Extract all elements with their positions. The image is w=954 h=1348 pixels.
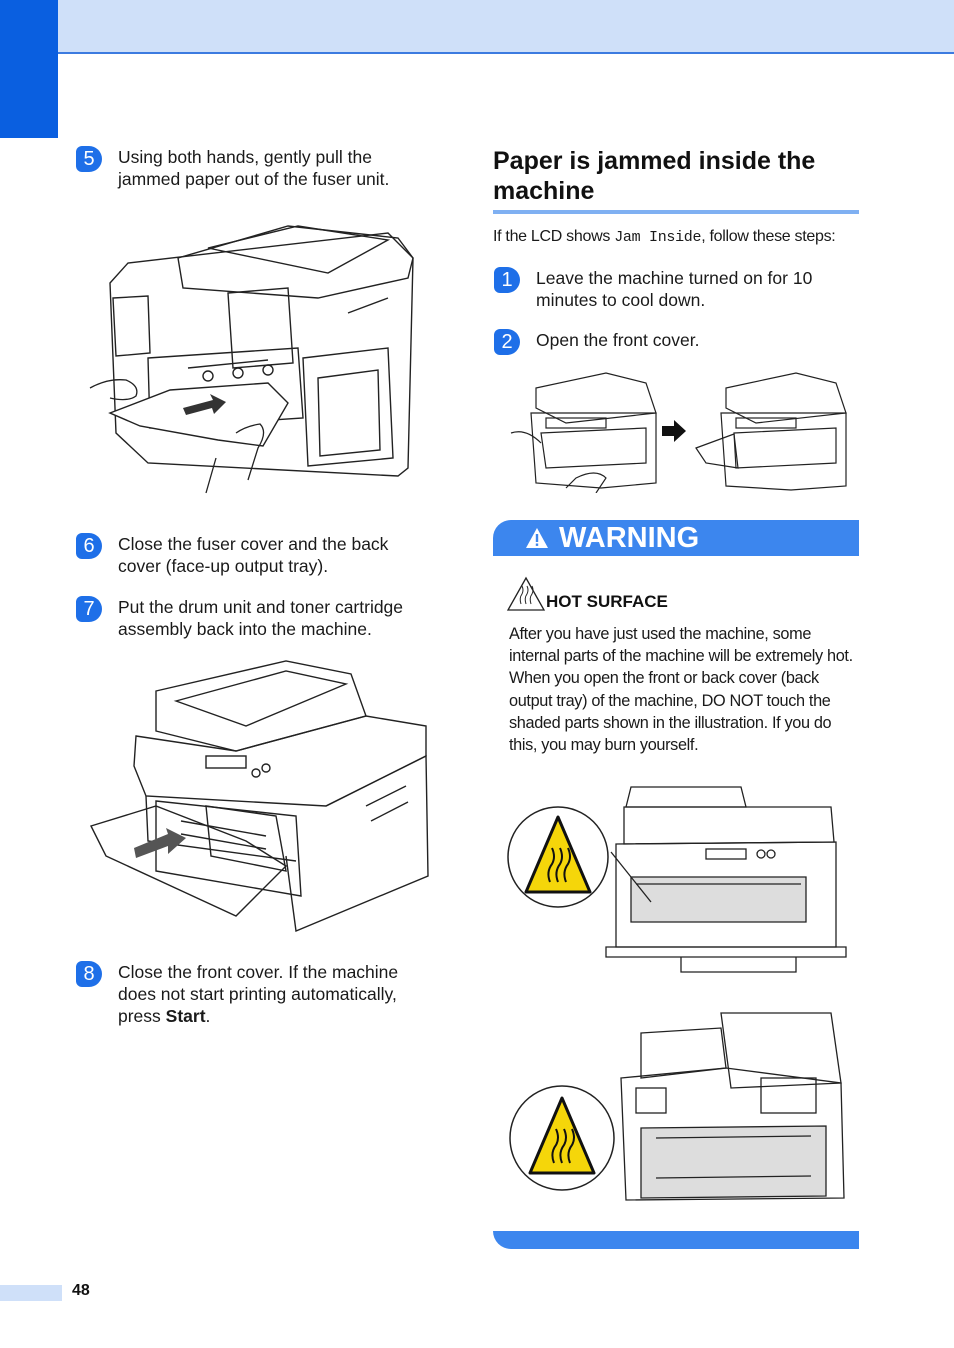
step-number: 5 <box>76 146 102 172</box>
step-text-part: Close the front cover. If the machine do… <box>118 962 399 1026</box>
warning-label: WARNING <box>559 521 700 554</box>
page-tab <box>0 1285 62 1301</box>
step-text: Open the front cover. <box>536 330 700 350</box>
step-number: 6 <box>76 533 102 559</box>
fuser-jam-illustration <box>89 225 414 494</box>
hot-parts-back-illustration <box>509 1012 845 1201</box>
step-1: 1 Leave the machine turned on for 10 min… <box>494 267 854 311</box>
step-text: Leave the machine turned on for 10 minut… <box>536 268 813 310</box>
step-2: 2 Open the front cover. <box>494 329 854 355</box>
intro-text: If the LCD shows <box>493 228 615 245</box>
section-title: Paper is jammed inside the machine <box>493 147 816 205</box>
step-text: Close the front cover. If the machine do… <box>118 961 436 1027</box>
step-text: Using both hands, gently pull the jammed… <box>118 147 390 189</box>
step-7: 7 Put the drum unit and toner cartridge … <box>76 596 436 640</box>
step-8: 8 Close the front cover. If the machine … <box>76 961 436 1027</box>
lcd-intro: If the LCD shows Jam Inside, follow thes… <box>493 228 836 246</box>
hot-surface-icon <box>506 576 546 611</box>
step-text: Put the drum unit and toner cartridge as… <box>118 597 404 639</box>
step-text: Close the fuser cover and the back cover… <box>118 534 389 576</box>
step-5: 5 Using both hands, gently pull the jamm… <box>76 146 436 190</box>
title-rule <box>493 210 859 214</box>
intro-text: , follow these steps: <box>701 228 836 245</box>
warning-body: After you have just used the machine, so… <box>509 625 853 755</box>
step-number: 2 <box>494 329 520 355</box>
warning-end-bar <box>493 1231 859 1249</box>
hot-surface-title: HOT SURFACE <box>546 592 668 611</box>
warning-banner: WARNING <box>493 520 859 556</box>
step-text-part: . <box>205 1006 211 1026</box>
chapter-tab <box>0 0 58 138</box>
step-number: 1 <box>494 267 520 293</box>
step-6: 6 Close the fuser cover and the back cov… <box>76 533 436 577</box>
warning-triangle-icon <box>526 528 548 548</box>
header-band <box>0 0 954 54</box>
drum-insert-illustration <box>90 660 429 932</box>
step-number: 7 <box>76 596 102 622</box>
page-number: 48 <box>72 1282 90 1299</box>
step-number: 8 <box>76 961 102 987</box>
hot-parts-front-illustration <box>507 786 847 973</box>
open-front-cover-illustration <box>510 372 847 493</box>
start-key-label: Start <box>165 1006 206 1026</box>
lcd-message: Jam Inside <box>614 229 702 246</box>
